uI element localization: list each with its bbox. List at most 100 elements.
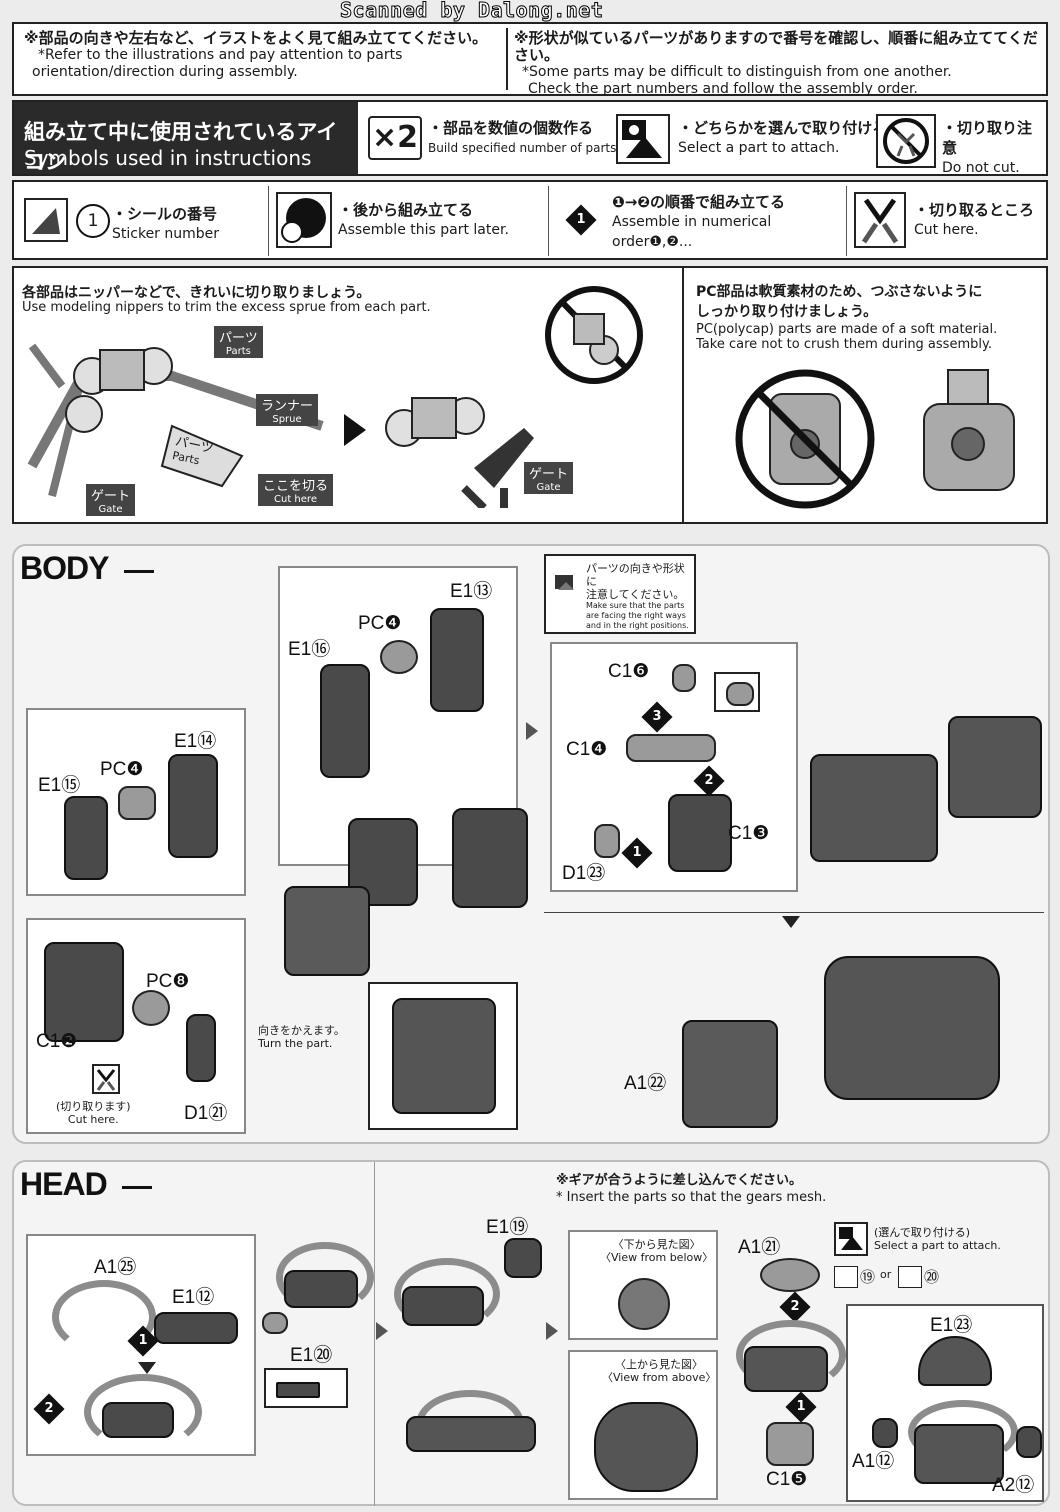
part-e1-back (452, 808, 528, 908)
label-e1-15: E1⑮ (38, 775, 81, 796)
part-pc8 (132, 990, 170, 1026)
head-title: HEAD (20, 1166, 108, 1202)
label-e1-23: E1㉓ (930, 1315, 973, 1336)
part-e1-19 (504, 1238, 542, 1278)
down-arrow-body (782, 916, 800, 928)
note-right-en-1: *Some parts may be difficult to distingu… (522, 64, 952, 80)
symbols-legend-row-2: 1 ・シールの番号 Sticker number ・後から組み立てる Assem… (12, 180, 1048, 260)
later-legend-en: Assemble this part later. (338, 222, 509, 238)
gate-label: ゲート Gate (86, 484, 136, 516)
next-arrow-icon (344, 414, 366, 446)
label-pc4-b: PC❹ (100, 759, 144, 780)
nocut-legend-en: Do not cut. (942, 160, 1020, 176)
cut-legend-jp: ・切り取るところ (914, 201, 1035, 219)
view-from-above: 〈上から見た図〉 〈View from above〉 (568, 1350, 718, 1500)
head-title-rule (122, 1186, 152, 1189)
head-step-1-b: 1 (785, 1391, 817, 1423)
nocut-legend: ・切り取り注意 Do not cut. (942, 118, 1046, 178)
body-step-divider (544, 912, 1044, 913)
notes-divider (506, 28, 508, 90)
select-legend-en: Select a part to attach. (678, 140, 840, 156)
parts-handling-panel: 各部品はニッパーなどで、きれいに切り取りましょう。 Use modeling n… (12, 266, 1048, 524)
head-callout: A1㉕ E1⑫ 1 2 (26, 1234, 256, 1456)
part-torso-upper (810, 754, 938, 862)
trimmed-part-illustration (385, 397, 534, 508)
sticker-option-a: ⑲ (860, 1268, 876, 1286)
label-e1-14: E1⑭ (174, 731, 217, 752)
sticker-legend-en: Sticker number (112, 226, 220, 242)
select-legend: ・どちらかを選んで取り付ける Select a part to attach. (678, 118, 887, 158)
label-c1-2: C1❷ (36, 1031, 78, 1052)
pc-note: PC部品は軟質素材のため、つぶさないように しっかり取り付けましょう。 PC(p… (696, 282, 997, 352)
head-hose-g (908, 1400, 1018, 1464)
label-a2-12: A2⑫ (992, 1475, 1035, 1496)
caution-icon (555, 575, 574, 590)
cut-here-icon (854, 192, 906, 248)
body-title: BODY (20, 550, 109, 586)
order-legend: ❶→❷の順番で組み立てる Assemble in numerical order… (612, 192, 785, 252)
head-hose-f (736, 1320, 846, 1390)
body-step-2: 2 (693, 765, 725, 797)
flow-arrow-head-1 (376, 1322, 388, 1340)
part-e1-13 (430, 608, 484, 712)
turn-note: 向きをかえます。 Turn the part. (258, 1024, 345, 1050)
label-a1-21: A1㉑ (738, 1237, 781, 1258)
symbols-header-jp: 組み立て中に使用されているアイコン (24, 120, 338, 174)
part-c1-5 (766, 1422, 814, 1466)
head-final-assembly: E1㉓ A1⑫ A2⑫ (846, 1304, 1044, 1502)
cut-note: (切り取ります) Cut here. (56, 1100, 131, 1126)
label-c1-4: C1❹ (566, 739, 608, 760)
panel-divider (682, 268, 684, 522)
body-callout-bottom: PC❽ C1❷ (切り取ります) Cut here. D1㉑ (26, 918, 246, 1134)
gear-note-jp: ※ギアが合うように差し込んでください。 (556, 1173, 802, 1188)
scan-credit: Scanned by Dalong.net (339, 0, 604, 23)
head-step-2-a: 2 (33, 1393, 65, 1425)
note-left-en-2: orientation/direction during assembly. (32, 64, 298, 80)
head-divider-1 (374, 1162, 375, 1506)
select-note: (選んで取り付ける) Select a part to attach. (874, 1226, 1001, 1252)
part-torso-assembled (824, 956, 1000, 1100)
body-section: BODY E1⑬ PC❹ E1⑯ E1⑭ PC❹ E1⑮ PC❽ C1❷ (切り… (12, 544, 1050, 1144)
assemble-later-icon (276, 192, 332, 248)
sticker-icon-b (898, 1266, 922, 1288)
symbols-legend-row-1: 組み立て中に使用されているアイコン Symbols used in instru… (12, 100, 1048, 176)
flow-arrow-1 (526, 722, 538, 740)
caution-note: パーツの向きや形状に 注意してください。 Make sure that the … (544, 554, 696, 634)
part-e1-20 (262, 1312, 288, 1334)
part-c1-4 (626, 734, 716, 762)
part-head-final (914, 1424, 1004, 1484)
sticker-icon-a (834, 1266, 858, 1288)
part-head-base (102, 1402, 174, 1438)
nipper-instructions-en: Use modeling nippers to trim the excess … (22, 300, 431, 315)
order-legend-en-2: order❶,❷... (612, 234, 693, 250)
symbols-header: 組み立て中に使用されているアイコン Symbols used in instru… (14, 102, 358, 174)
sprue-label: ランナー Sprue (256, 394, 319, 426)
label-a1-22: A1㉒ (624, 1073, 667, 1094)
pc-note-en-2: Take care not to crush them during assem… (696, 337, 992, 352)
legend-divider-1 (268, 186, 269, 256)
gear-note: ※ギアが合うように差し込んでください。 * Insert the parts s… (556, 1172, 826, 1206)
head-step-1-a: 1 (127, 1325, 159, 1357)
caution-jp-1: パーツの向きや形状に (586, 562, 685, 588)
note-left: ※部品の向きや左右など、イラストをよく見て組み立ててください。 *Refer t… (24, 30, 487, 81)
sticker-or: or (880, 1268, 892, 1281)
later-legend-jp: ・後から組み立てる (338, 201, 474, 219)
body-step-3: 3 (641, 701, 673, 733)
legend-divider-3 (846, 186, 847, 256)
sprue-illustration (27, 343, 324, 497)
flow-arrow-head-2 (546, 1322, 558, 1340)
label-d1-21: D1㉑ (184, 1103, 228, 1124)
cut-here-label: ここを切る Cut here (258, 474, 334, 506)
part-e1-15 (64, 796, 108, 880)
part-a1-22 (682, 1020, 778, 1128)
part-head-f (744, 1346, 828, 1392)
pc-note-jp-2: しっかり取り付けましょう。 (696, 304, 878, 320)
label-pc8: PC❽ (146, 971, 190, 992)
crushed-pc-illustration (735, 369, 875, 509)
sticker-icon (24, 198, 68, 242)
part-c1-2 (44, 942, 124, 1042)
body-title-rule (124, 570, 154, 573)
down-arrow-head (138, 1362, 156, 1374)
select-note-en: Select a part to attach. (874, 1239, 1001, 1252)
label-a1-12: A1⑫ (852, 1451, 895, 1472)
